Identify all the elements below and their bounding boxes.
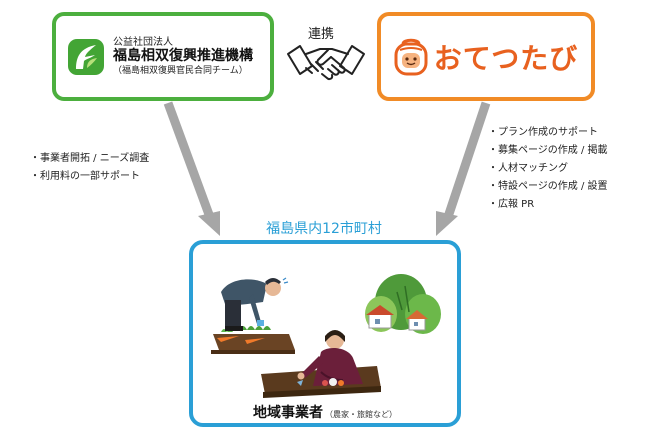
- left-arrow-head: [198, 211, 220, 236]
- list-item: プラン作成のサポート: [488, 124, 608, 142]
- backpack-face-logo-icon: [394, 38, 428, 75]
- right-support-list: プラン作成のサポート 募集ページの作成 / 掲載 人材マッチング 特設ページの作…: [488, 124, 608, 214]
- fukushima-soso-org-text: 公益社団法人 福島相双復興推進機構 （福島相双復興官民合同チーム）: [113, 37, 253, 77]
- businesses-title: 地域事業者: [253, 405, 323, 421]
- left-support-list: 事業者開拓 / ニーズ調査 利用料の一部サポート: [30, 150, 149, 186]
- region-label: 福島県内12市町村: [266, 221, 382, 237]
- carrot-field: [211, 326, 295, 354]
- right-arrow-line: [442, 101, 491, 222]
- businesses-note: （農家・旅館など）: [325, 410, 397, 419]
- list-item: 募集ページの作成 / 掲載: [488, 142, 608, 160]
- bending-farmer-figure: [221, 277, 289, 331]
- crouching-woman-figure: [261, 330, 381, 398]
- list-item: 特設ページの作成 / 設置: [488, 178, 608, 196]
- list-item: 事業者開拓 / ニーズ調査: [30, 150, 149, 168]
- org-type-label: 公益社団法人: [113, 36, 173, 48]
- list-item: 広報 PR: [488, 196, 608, 214]
- otetsutabi-org-box: おてつたび: [377, 12, 595, 101]
- otetsutabi-name: おてつたび: [433, 41, 579, 75]
- list-item: 人材マッチング: [488, 160, 608, 178]
- farm-workers-illustration: [211, 274, 441, 398]
- handshake-icon: [287, 45, 365, 80]
- local-businesses-box: 地域事業者（農家・旅館など）: [189, 240, 461, 427]
- businesses-caption: 地域事業者（農家・旅館など）: [193, 402, 457, 422]
- fukushima-soso-org-box: 公益社団法人 福島相双復興推進機構 （福島相双復興官民合同チーム）: [52, 12, 274, 101]
- list-item: 利用料の一部サポート: [30, 168, 149, 186]
- left-arrow-line: [163, 101, 216, 222]
- partnership-label: 連携: [308, 27, 335, 42]
- org-name: 福島相双復興推進機構: [113, 48, 253, 65]
- fz-leaf-logo-icon: [68, 38, 104, 75]
- right-arrow-head: [436, 211, 458, 236]
- village-scene: [365, 274, 441, 334]
- org-subtitle: （福島相双復興官民合同チーム）: [113, 66, 248, 77]
